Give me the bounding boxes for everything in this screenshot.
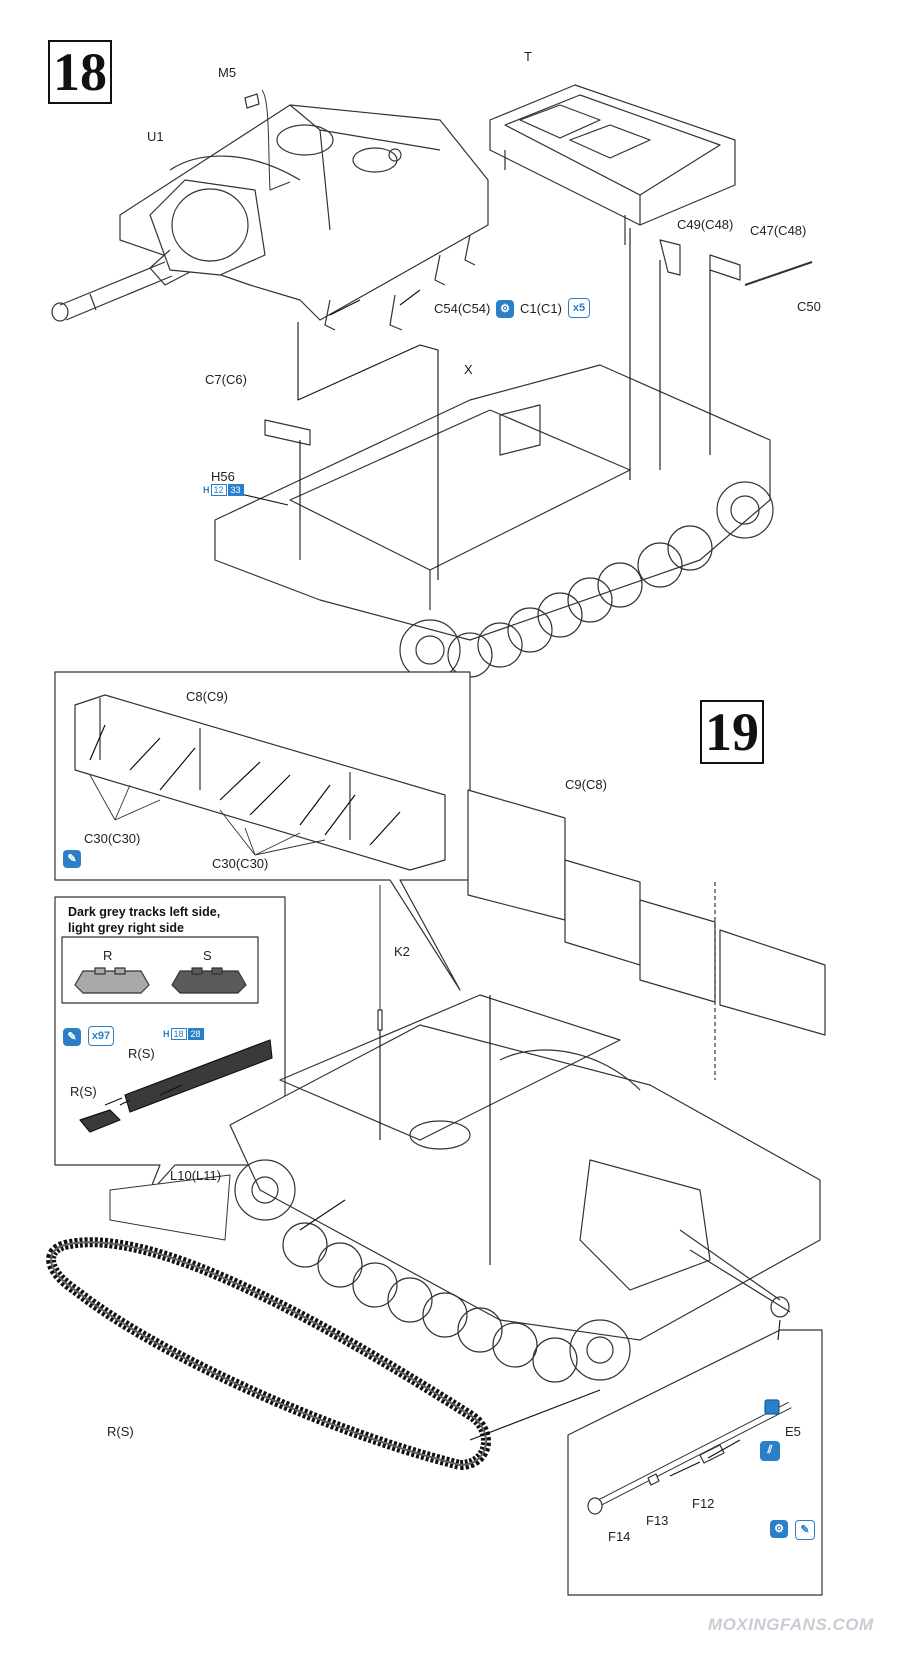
gear-icon: ⚙ (496, 300, 514, 318)
part-label-c9: C9(C8) (565, 777, 607, 792)
track-link-s-dark (171, 967, 247, 994)
paint-icon: ✎ (795, 1520, 815, 1540)
part-label-f12: F12 (692, 1496, 715, 1511)
part-label-h56: H56 (211, 469, 235, 484)
paint-icon: ✎ (63, 850, 81, 868)
part-label-m5: M5 (218, 65, 237, 80)
part-label-c7: C7(C6) (205, 372, 247, 387)
part-label-u1: U1 (147, 129, 164, 144)
engine-deck-t (489, 84, 736, 245)
part-label-rs-track: R(S) (107, 1424, 134, 1439)
quantity-badge-x97: x97 (88, 1026, 114, 1046)
part-label-c47: C47(C48) (750, 223, 807, 238)
track-tag-r: R (103, 948, 113, 963)
track-link-r-light (74, 967, 150, 994)
part-label-l10: L10(L11) (170, 1168, 222, 1183)
side-skirt-c9 (467, 789, 826, 1080)
barrel-detail-box (567, 1329, 823, 1596)
part-label-rs-lower: R(S) (70, 1084, 97, 1099)
part-label-f13: F13 (646, 1513, 669, 1528)
step-number-19: 19 (700, 700, 764, 764)
step19-arrows (119, 995, 781, 1477)
quantity-badge-x5: x5 (568, 298, 590, 318)
part-label-e5: E5 (785, 1424, 801, 1439)
track-note-text: Dark grey tracks left side, light grey r… (68, 904, 220, 936)
superstructure-u1 (51, 104, 489, 331)
paint-icon: ✎ (63, 1028, 81, 1046)
part-label-c50: C50 (797, 299, 821, 314)
part-label-c30-a: C30(C30) (84, 831, 141, 846)
gear-icon: ⚙ (770, 1520, 788, 1538)
cement-icon: ⫽ (760, 1441, 780, 1461)
part-label-f14: F14 (608, 1529, 631, 1544)
part-label-t: T (524, 49, 532, 64)
track-tag-s: S (203, 948, 212, 963)
part-label-k2: K2 (394, 944, 410, 959)
part-label-c1: C1(C1) (520, 301, 562, 316)
part-label-c8: C8(C9) (186, 689, 228, 704)
part-label-c30-b: C30(C30) (212, 856, 269, 871)
part-label-x: X (464, 362, 473, 377)
step-number-18: 18 (48, 40, 112, 104)
part-label-c54: C54(C54) (434, 301, 491, 316)
track-note-line1: Dark grey tracks left side, (68, 905, 221, 919)
part-label-c49: C49(C48) (677, 217, 734, 232)
part-label-rs-upper: R(S) (128, 1046, 155, 1061)
hull-step19 (229, 994, 821, 1383)
watermark: MOXINGFANS.COM (708, 1615, 874, 1634)
hull-step18 (214, 364, 774, 681)
track-note-line2: light grey right side (68, 921, 184, 935)
